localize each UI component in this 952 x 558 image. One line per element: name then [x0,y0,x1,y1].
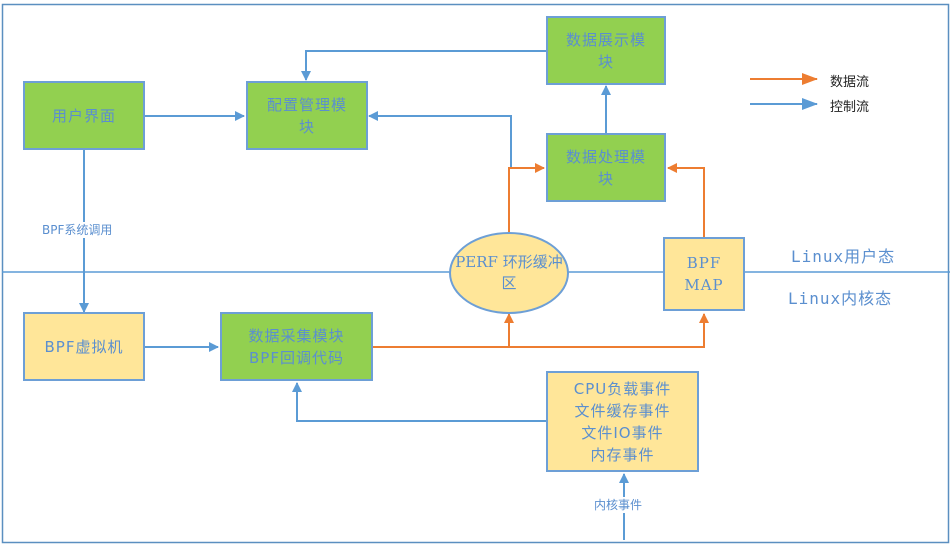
bpf-map-node: BPF MAP [663,237,745,311]
kernel-events-node: CPU负载事件 文件缓存事件 文件IO事件 内存事件 [546,371,699,472]
edge-map-to-process [667,163,705,237]
edge-perf-to-process [508,163,545,232]
node-label: 区 [501,274,517,292]
edge-collect-to-map [509,313,709,348]
node-label: 配置管理模 [266,95,347,114]
node-label: 用户界面 [51,106,116,125]
node-label: BPF虚拟机 [44,337,124,356]
node-label: 环形缓冲 [502,253,563,271]
node-label: 块 [597,52,614,71]
edge-display-to-config [301,50,546,81]
node-label: 数据采集模块 [248,326,345,345]
node-label: 数据处理模 [565,147,646,166]
kernel-event-label: 内核事件 [594,497,643,513]
collect-module-node: 数据采集模块 BPF回调代码 [220,312,373,381]
node-label: MAP [684,276,724,294]
user-interface-node: 用户界面 [23,81,145,150]
node-label: 块 [597,169,614,188]
config-module-node: 配置管理模 块 [246,81,368,150]
perf-ring-buffer-node: PERF 环形缓冲 区 [449,232,569,314]
display-module-node: 数据展示模 块 [546,16,666,85]
bpf-syscall-label: BPF系统调用 [42,222,113,238]
legend-control-flow-label: 控制流 [830,100,870,115]
node-label: CPU负载事件 [573,379,672,398]
process-module-node: 数据处理模 块 [546,133,666,202]
outer-frame [1,3,950,544]
node-label: 块 [298,117,315,136]
edge-collect-to-perf [372,313,514,348]
node-label: BPF [686,254,722,272]
node-label: BPF回调代码 [249,348,344,367]
kernel-space-label: Linux内核态 [788,289,893,308]
legend-data-flow-label: 数据流 [830,75,870,90]
edge-events-to-collect [292,382,546,422]
bpf-vm-node: BPF虚拟机 [23,312,145,381]
node-label: 文件IO事件 [581,423,664,442]
node-label: PERF [455,253,498,271]
edge-process-to-config [368,111,512,167]
user-space-label: Linux用户态 [791,247,896,266]
node-label: 内存事件 [590,445,655,464]
node-label: 文件缓存事件 [574,401,671,420]
node-label: 数据展示模 [565,30,646,49]
